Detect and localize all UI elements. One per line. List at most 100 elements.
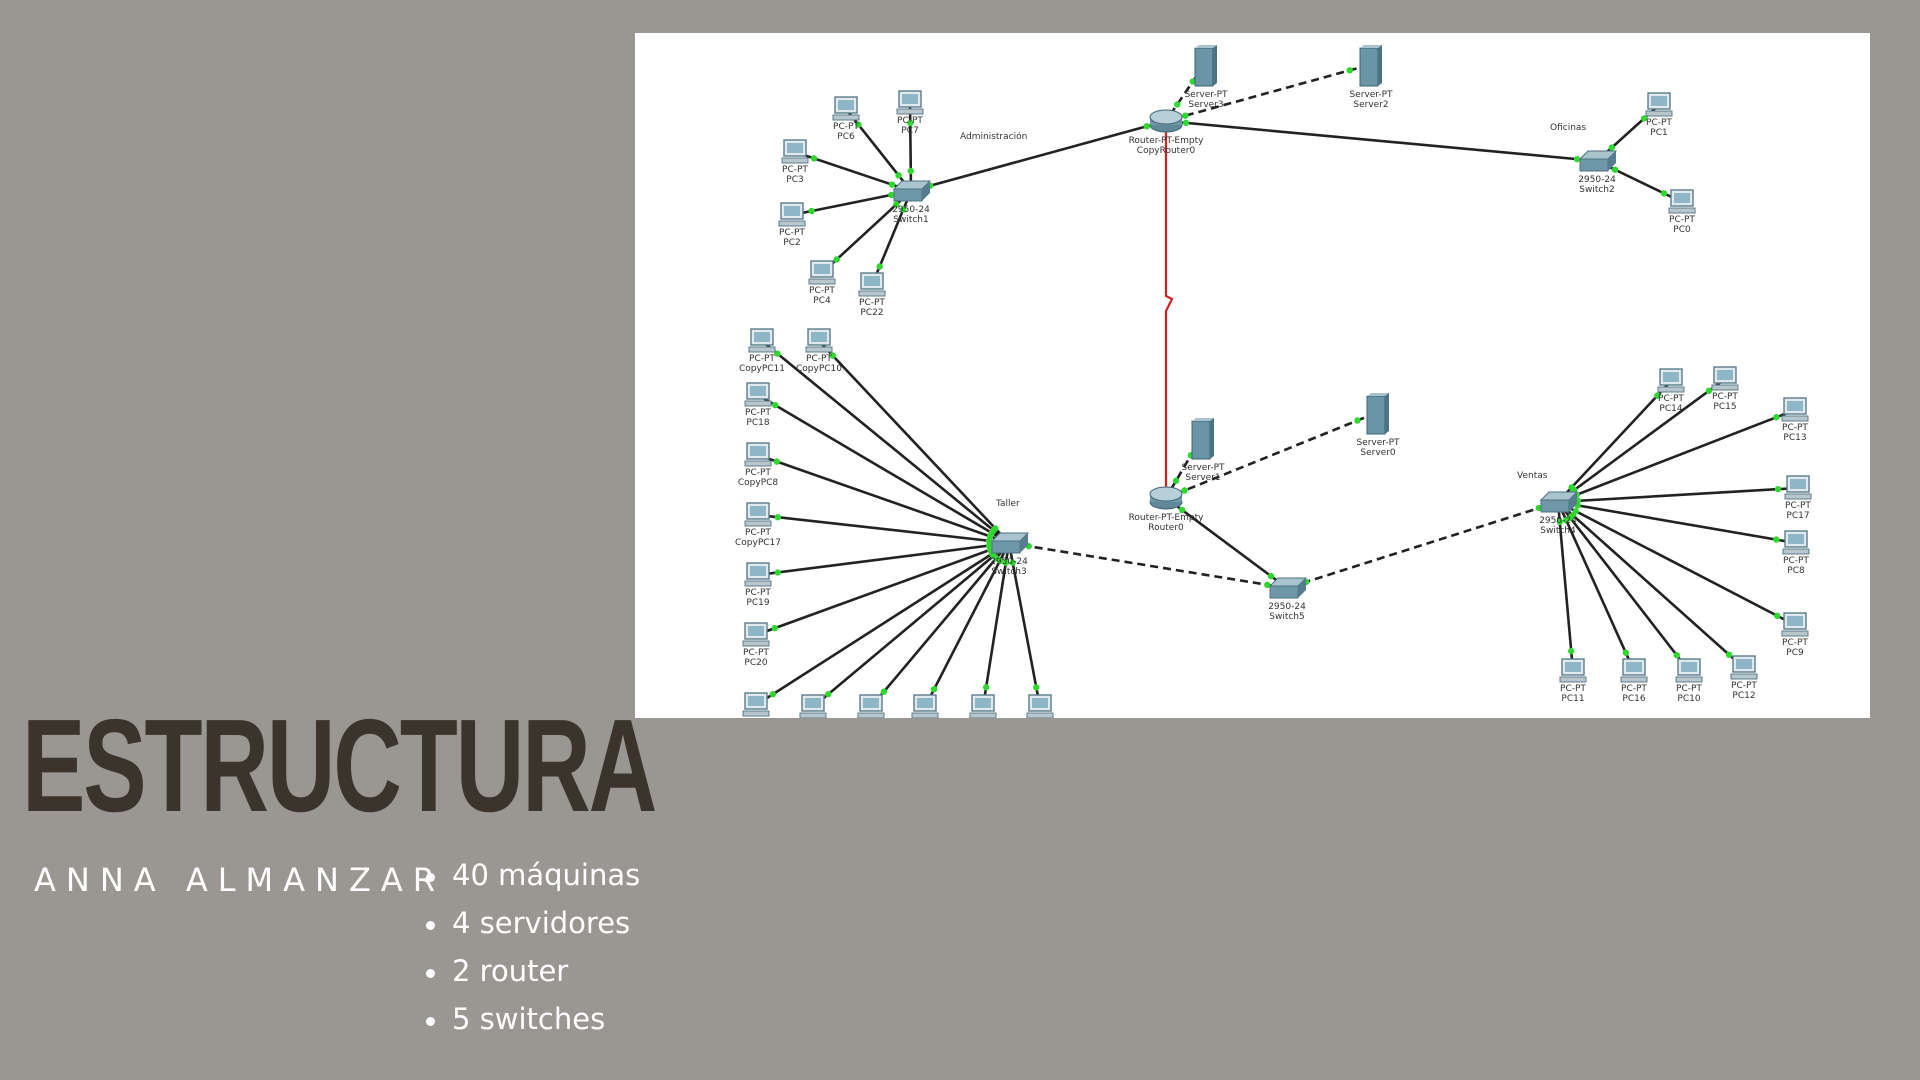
switch3-link	[757, 513, 1010, 545]
pc-model-label: PC-PT	[779, 228, 805, 238]
switch3-link	[755, 541, 1010, 707]
port-light	[1774, 612, 1781, 619]
router-top-icon	[1149, 109, 1183, 125]
pc-node[interactable]: PC-PTCopyPC15	[790, 694, 836, 718]
pc-screen-icon	[975, 698, 991, 708]
switch4-link	[1557, 380, 1672, 503]
server-side-icon	[1213, 45, 1217, 86]
port-light	[772, 401, 779, 409]
pc-screen-icon	[748, 696, 764, 706]
router-name-label: Router0	[1148, 523, 1184, 533]
pc-model-label: PC-PT	[859, 298, 885, 308]
port-light	[1568, 647, 1575, 655]
area-label: Administración	[960, 131, 1027, 142]
pc-model-label: PC-PT	[745, 588, 771, 598]
pc-name-label: PC3	[786, 175, 803, 185]
pc-name-label: CopyPC11	[739, 364, 785, 374]
switch3-link	[923, 542, 1011, 708]
pc-node[interactable]: PC-PTCopyPC16	[902, 694, 948, 718]
port-light	[1182, 119, 1190, 127]
port-light	[880, 688, 888, 695]
server-side-icon	[1385, 393, 1389, 434]
pc-screen-icon	[917, 698, 933, 708]
pc-model-label: PC-PT	[782, 165, 808, 175]
pc-screen-icon	[750, 506, 766, 516]
pc-name-label: PC17	[1786, 511, 1809, 521]
pc-keyboard-icon	[744, 400, 772, 407]
pc-model-label: PC-PT	[745, 408, 771, 418]
pc-keyboard-icon	[857, 712, 885, 718]
pc-keyboard-icon	[781, 157, 809, 164]
pc-model-label: PC-PT	[1785, 501, 1811, 511]
port-light	[907, 119, 914, 127]
pc-name-label: PC0	[1673, 225, 1691, 235]
pc-keyboard-icon	[778, 220, 806, 227]
summary-item-machines: 40 máquinas	[426, 858, 640, 906]
pc-screen-icon	[750, 446, 766, 456]
area-label: Ventas	[1517, 471, 1548, 481]
port-light	[893, 201, 900, 208]
pc-keyboard-icon	[1620, 676, 1648, 683]
pc-node[interactable]: PC-PTPC21	[1026, 694, 1054, 718]
port-light	[810, 155, 818, 162]
pc-screen-icon	[1736, 659, 1752, 669]
pc-screen-icon	[1787, 616, 1803, 626]
port-light	[1009, 559, 1016, 566]
pc-node[interactable]: PC-PTCopyPC9	[963, 694, 1004, 718]
port-light	[773, 458, 781, 465]
pc-keyboard-icon	[742, 710, 770, 717]
server-link	[1165, 63, 1370, 123]
pc-keyboard-icon	[1711, 384, 1739, 391]
pc-screen-icon	[838, 100, 854, 110]
port-light	[1774, 485, 1782, 493]
pc-name-label: PC2	[783, 238, 800, 248]
pc-node[interactable]: PC-PTCopyPC13	[733, 692, 779, 718]
router-name-label: CopyRouter0	[1137, 146, 1196, 156]
pc-model-label: PC-PT	[1658, 394, 1684, 404]
pc-model-label: PC-PT	[1782, 638, 1808, 648]
server-tower-icon	[1194, 47, 1214, 87]
pc-keyboard-icon	[1645, 110, 1673, 117]
switch4-link	[1557, 501, 1745, 669]
pc-node[interactable]: PC-PTCopyPC14	[848, 694, 894, 718]
pc-name-label: PC15	[1713, 402, 1736, 412]
pc-screen-icon	[863, 698, 879, 708]
server-tower-icon	[1191, 420, 1211, 460]
